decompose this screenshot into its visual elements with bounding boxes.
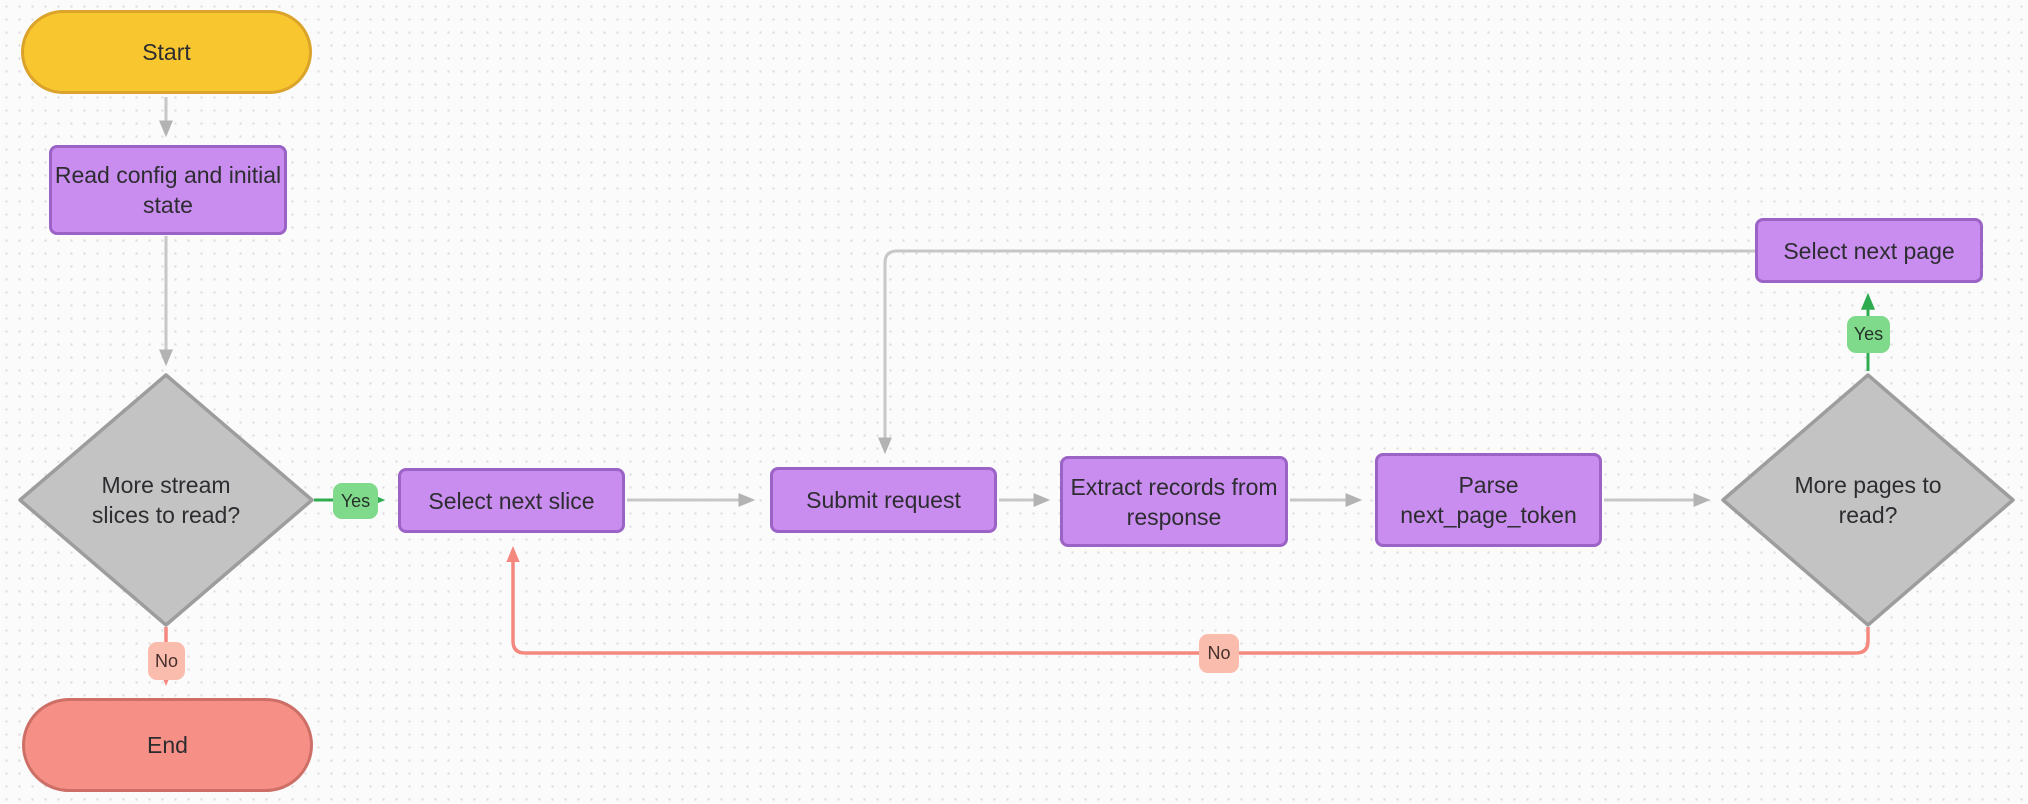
node-extract-records[interactable]: Extract records from response bbox=[1060, 456, 1288, 547]
edge-label-no-slices[interactable]: No bbox=[148, 642, 185, 680]
node-select-next-slice[interactable]: Select next slice bbox=[398, 468, 625, 533]
edge-select-page-to-submit bbox=[877, 249, 1755, 455]
edge-label-no-pages[interactable]: No bbox=[1199, 634, 1239, 673]
decision-more-pages[interactable] bbox=[1721, 373, 2015, 627]
node-start[interactable]: Start bbox=[21, 10, 312, 94]
node-end[interactable]: End bbox=[22, 698, 313, 792]
edge-more-pages-no-loop bbox=[506, 546, 1870, 655]
edge-label-yes-pages[interactable]: Yes bbox=[1847, 316, 1890, 353]
node-submit-request[interactable]: Submit request bbox=[770, 467, 997, 533]
node-parse-next-page-token[interactable]: Parse next_page_token bbox=[1375, 453, 1602, 547]
decision-more-stream-slices[interactable] bbox=[18, 373, 314, 627]
node-read-config[interactable]: Read config and initial state bbox=[49, 145, 287, 235]
node-select-next-page[interactable]: Select next page bbox=[1755, 218, 1983, 283]
edge-label-yes-slices[interactable]: Yes bbox=[333, 483, 378, 519]
